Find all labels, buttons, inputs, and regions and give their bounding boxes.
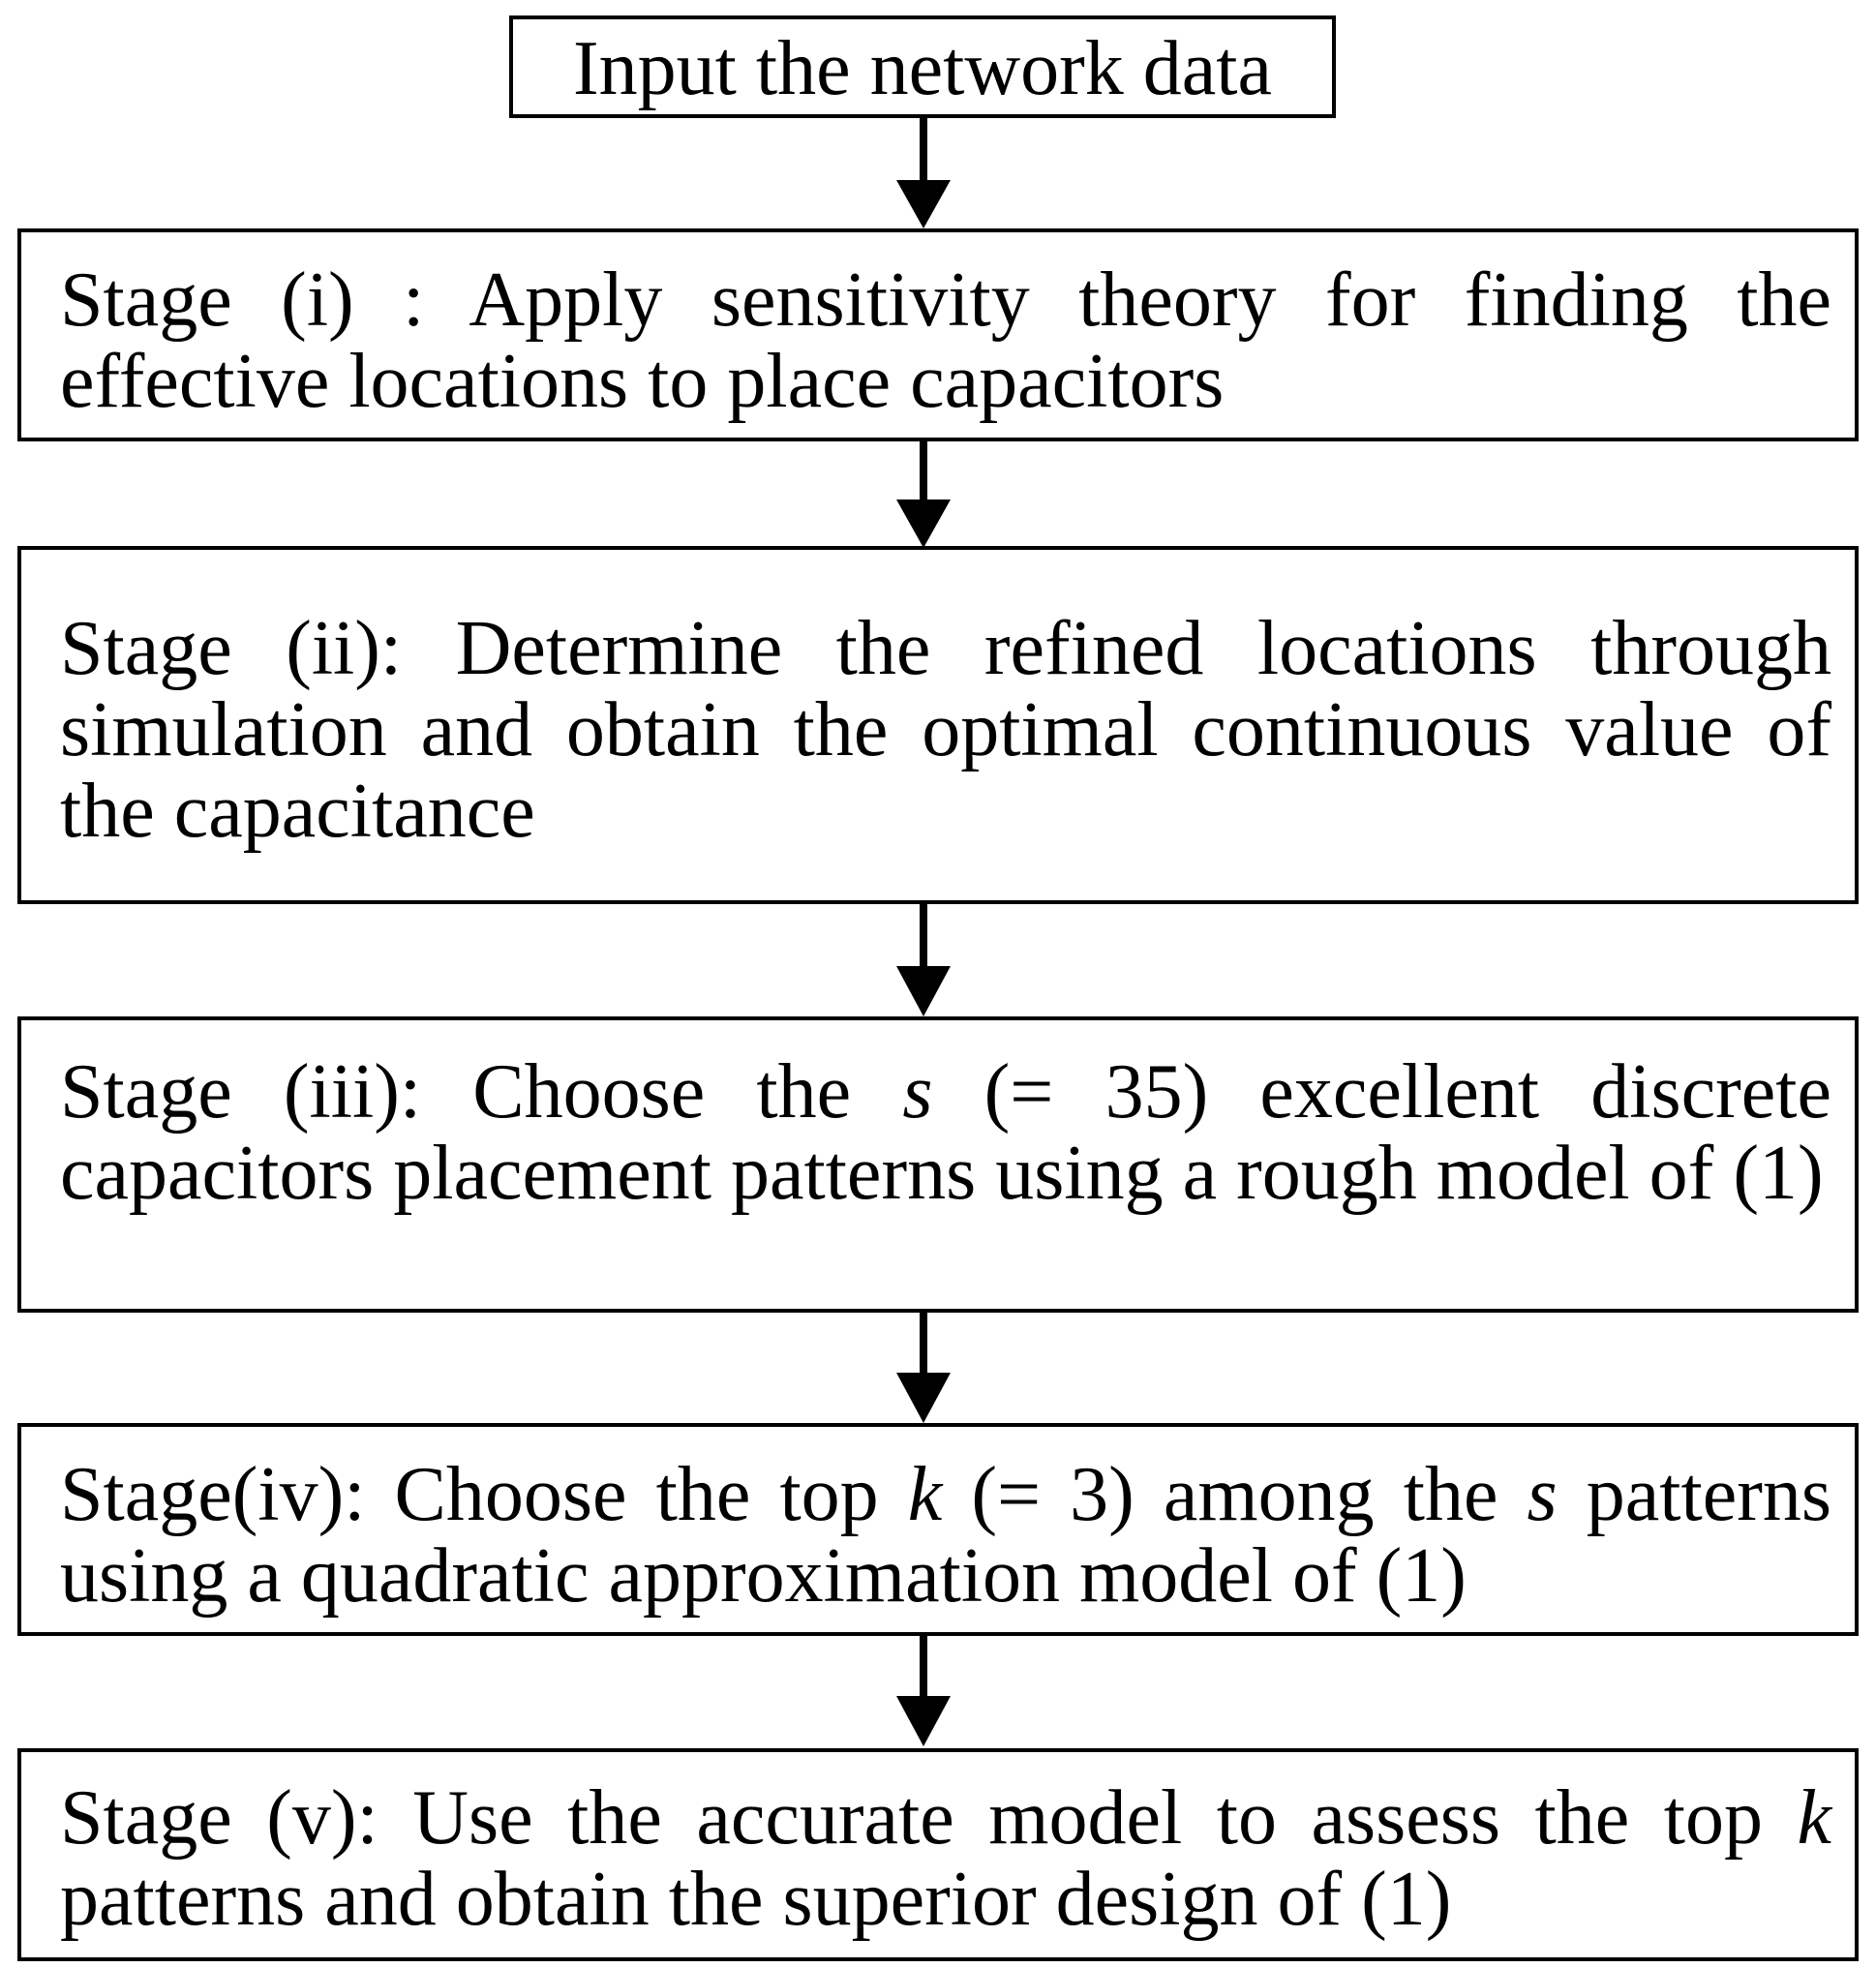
stage2-description: Determine the refined locations through … bbox=[60, 606, 1831, 854]
stage4-label: Stage(iv): bbox=[60, 1452, 395, 1537]
stage5-label: Stage (v): bbox=[60, 1775, 413, 1861]
stage5-box: Stage (v): Use the accurate model to ass… bbox=[17, 1748, 1859, 1961]
stage3-text-b: (= 35) excellent discrete capacitors pla… bbox=[60, 1049, 1832, 1216]
stage1-text: Stage (i) : Apply sensitivity theory for… bbox=[21, 259, 1855, 422]
stage4-text-c: patterns using a quadratic approximation… bbox=[60, 1452, 1831, 1619]
stage4-text-b: (= 3) among the bbox=[942, 1452, 1528, 1537]
stage1-description: Apply sensitivity theory for finding the… bbox=[60, 257, 1831, 424]
stage5-text-b: patterns and obtain the superior design … bbox=[60, 1857, 1452, 1942]
stage2-text: Stage (ii): Determine the refined locati… bbox=[21, 608, 1855, 852]
stage3-text: Stage (iii): Choose the s (= 35) excelle… bbox=[21, 1051, 1855, 1214]
stage4-var-s: s bbox=[1527, 1452, 1558, 1537]
stage3-box: Stage (iii): Choose the s (= 35) excelle… bbox=[17, 1016, 1859, 1313]
stage2-label: Stage (ii): bbox=[60, 606, 456, 691]
stage3-text-a: Choose the bbox=[472, 1049, 903, 1135]
stage5-var-k: k bbox=[1797, 1775, 1832, 1861]
stage5-text-a: Use the accurate model to assess the top bbox=[412, 1775, 1798, 1861]
stage4-var-k: k bbox=[907, 1452, 943, 1537]
stage2-box: Stage (ii): Determine the refined locati… bbox=[17, 546, 1859, 904]
input-text: Input the network data bbox=[573, 26, 1272, 111]
stage3-label: Stage (iii): bbox=[60, 1049, 473, 1135]
input-box: Input the network data bbox=[509, 15, 1336, 118]
stage3-var-s: s bbox=[902, 1049, 933, 1135]
stage4-text-a: Choose the top bbox=[394, 1452, 908, 1537]
stage4-box: Stage(iv): Choose the top k (= 3) among … bbox=[17, 1423, 1859, 1636]
stage5-text: Stage (v): Use the accurate model to ass… bbox=[21, 1777, 1855, 1940]
stage1-label: Stage (i) : bbox=[60, 257, 469, 343]
stage4-text: Stage(iv): Choose the top k (= 3) among … bbox=[21, 1454, 1855, 1617]
stage1-box: Stage (i) : Apply sensitivity theory for… bbox=[17, 228, 1859, 441]
